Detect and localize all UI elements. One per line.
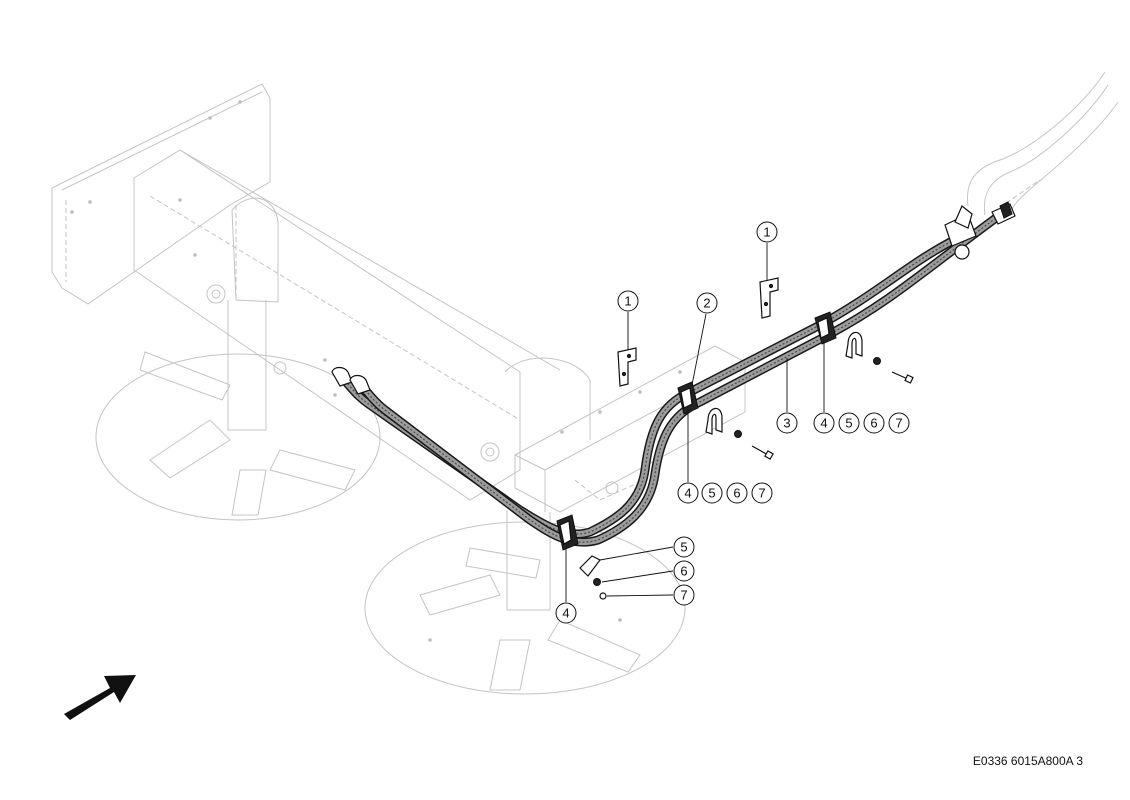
svg-text:6: 6 <box>870 416 877 431</box>
leader-lines <box>565 243 825 602</box>
callout-1-b: 1 <box>756 221 778 243</box>
callout-7-b: 7 <box>888 412 910 434</box>
svg-text:6: 6 <box>680 564 687 579</box>
svg-text:6: 6 <box>733 486 740 501</box>
svg-text:4: 4 <box>562 606 569 621</box>
hydraulic-hoses <box>331 201 1016 547</box>
callout-5-c: 5 <box>673 536 695 558</box>
svg-text:1: 1 <box>763 225 770 240</box>
svg-text:3: 3 <box>783 416 790 431</box>
svg-text:2: 2 <box>703 296 710 311</box>
callout-5-a: 5 <box>701 482 723 504</box>
svg-text:4: 4 <box>820 416 827 431</box>
callout-4-c: 4 <box>555 602 577 624</box>
svg-text:5: 5 <box>680 540 687 555</box>
callout-1-a: 1 <box>617 290 639 312</box>
callout-2: 2 <box>696 292 718 314</box>
direction-arrow-icon <box>64 675 136 720</box>
svg-text:7: 7 <box>895 416 902 431</box>
svg-text:7: 7 <box>680 588 687 603</box>
brackets-and-fasteners <box>579 277 914 600</box>
svg-text:5: 5 <box>708 486 715 501</box>
callout-6-c: 6 <box>673 560 695 582</box>
callout-7-c: 7 <box>673 584 695 606</box>
callout-5-b: 5 <box>838 412 860 434</box>
callout-4-a: 4 <box>677 482 699 504</box>
mower-frame-ghost <box>51 71 1119 695</box>
callout-3: 3 <box>776 412 798 434</box>
callout-4-b: 4 <box>813 412 835 434</box>
svg-text:4: 4 <box>684 486 691 501</box>
svg-text:7: 7 <box>758 486 765 501</box>
drawing-code-label: E0336 6015A800A 3 <box>972 754 1083 768</box>
svg-text:5: 5 <box>845 416 852 431</box>
hose-clamps-installed <box>556 311 837 551</box>
callout-6-b: 6 <box>863 412 885 434</box>
svg-text:1: 1 <box>624 294 631 309</box>
callout-6-a: 6 <box>726 482 748 504</box>
callout-7-a: 7 <box>751 482 773 504</box>
